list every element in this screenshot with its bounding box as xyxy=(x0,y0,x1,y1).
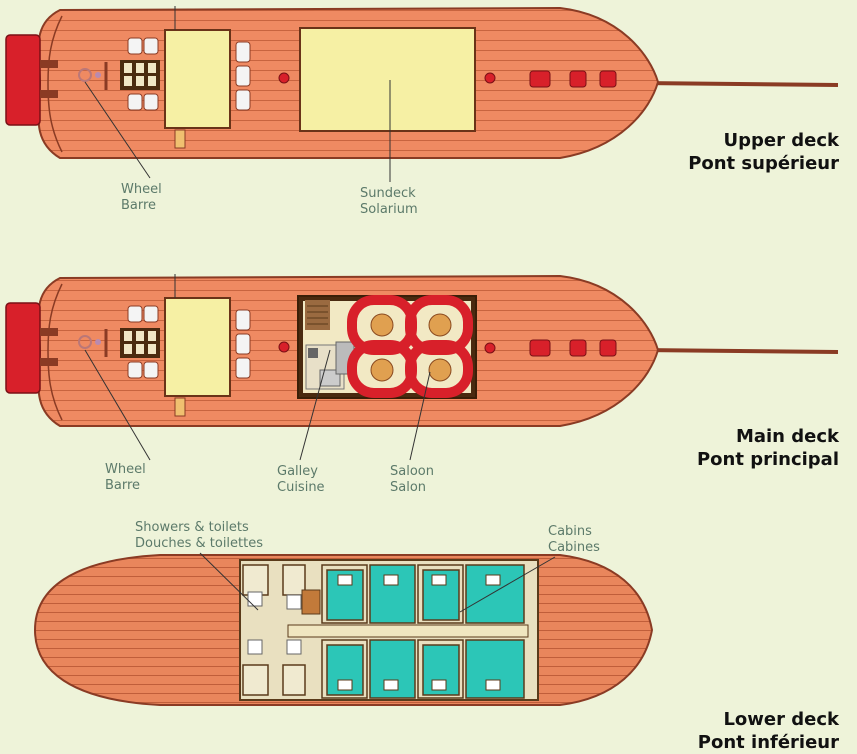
main-deck xyxy=(5,274,839,461)
label-wheel-upper: Wheel Barre xyxy=(121,182,162,213)
label-cabins: Cabins Cabines xyxy=(548,524,600,555)
showers-toilets xyxy=(242,564,306,696)
label-galley: Galley Cuisine xyxy=(277,464,325,495)
wheel-icon xyxy=(78,329,108,357)
label-showers: Showers & toilets Douches & toilettes xyxy=(135,520,264,551)
wheel-icon xyxy=(78,62,108,90)
saloon-seating xyxy=(347,295,473,398)
title-lower-deck: Lower deck Pont inférieur xyxy=(697,709,839,753)
deckhouse xyxy=(164,297,231,397)
deckhouse xyxy=(164,29,231,129)
lower-deck xyxy=(33,552,654,706)
bowsprit xyxy=(639,348,839,354)
sundeck-area xyxy=(299,27,476,132)
label-sundeck: Sundeck Solarium xyxy=(360,186,418,217)
label-wheel-main: Wheel Barre xyxy=(105,462,146,493)
dinghy xyxy=(5,34,41,126)
label-saloon: Saloon Salon xyxy=(390,464,434,495)
title-upper-deck: Upper deck Pont supérieur xyxy=(688,130,839,174)
title-main-deck: Main deck Pont principal xyxy=(696,426,839,470)
dinghy xyxy=(5,302,41,394)
upper-deck xyxy=(5,6,839,182)
bowsprit xyxy=(639,81,839,87)
